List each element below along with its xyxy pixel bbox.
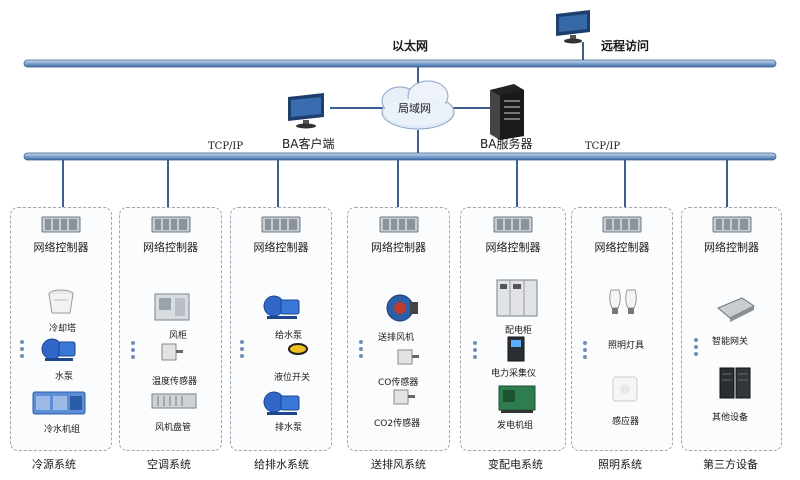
supply-pump-icon (263, 295, 300, 319)
device-label: 感应器 (612, 417, 640, 427)
network-controller-icon (151, 216, 190, 233)
device-label: 送排风机 (378, 333, 415, 343)
lan-cloud-icon (381, 80, 455, 130)
system-name: 送排风系统 (371, 458, 426, 471)
device-label: 风柜 (169, 331, 188, 341)
tcpip-bus (23, 152, 777, 161)
device-label: CO传感器 (378, 378, 419, 388)
panel-third-party: 网络控制器 智能网关 其他设备 (681, 207, 782, 451)
system-name: 照明系统 (598, 458, 642, 471)
controller-label: 网络控制器 (253, 241, 309, 254)
power-meter-icon (507, 336, 525, 362)
system-name: 空调系统 (147, 458, 191, 471)
system-name: 给排水系统 (254, 458, 309, 471)
panel-air-conditioning: 网络控制器 风柜 温度传感器 风机盘管 (119, 207, 222, 451)
system-name: 冷源系统 (32, 458, 76, 471)
device-label: CO2传感器 (374, 419, 421, 429)
network-controller-icon (261, 216, 301, 233)
ba-client-monitor-icon (288, 93, 324, 129)
panel-power-distribution: 网络控制器 配电柜 电力采集仪 发电机组 (460, 207, 566, 451)
temperature-sensor-icon (161, 343, 183, 361)
tcpip-left-label: TCP/IP (208, 141, 244, 152)
light-bulbs-icon (609, 289, 637, 314)
remote-access-monitor-icon (556, 10, 590, 44)
tcpip-right-label: TCP/IP (585, 141, 621, 152)
water-pump-icon (41, 338, 76, 361)
network-controller-icon (712, 216, 751, 233)
panel-ventilation: 网络控制器 送排风机 CO传感器 CO2传感器 (347, 207, 450, 451)
co2-sensor-icon (393, 389, 415, 405)
controller-label: 网络控制器 (33, 241, 89, 254)
device-label: 电力采集仪 (491, 369, 537, 379)
controller-label: 网络控制器 (485, 241, 541, 254)
device-label: 温度传感器 (152, 377, 198, 387)
lan-label: 局域网 (398, 102, 431, 115)
device-label: 发电机组 (497, 421, 534, 431)
ethernet-bus (23, 59, 777, 68)
controller-label: 网络控制器 (594, 241, 650, 254)
controller-label: 网络控制器 (143, 241, 198, 254)
device-label: 给水泵 (275, 331, 303, 341)
device-label: 其他设备 (712, 413, 749, 423)
device-label: 液位开关 (274, 373, 311, 383)
drain-pump-icon (263, 391, 300, 415)
fan-coil-icon (151, 393, 197, 409)
ethernet-label: 以太网 (392, 39, 429, 53)
air-handler-icon (154, 293, 190, 321)
co-sensor-icon (397, 349, 419, 365)
device-label: 冷却塔 (49, 324, 77, 334)
other-equipment-rack-icon (719, 367, 751, 399)
network-controller-icon (41, 216, 81, 233)
controller-label: 网络控制器 (704, 241, 759, 254)
switchgear-cabinet-icon (496, 279, 538, 317)
device-label: 水泵 (55, 372, 74, 382)
level-switch-icon (288, 343, 308, 355)
exhaust-fan-icon (386, 294, 418, 322)
chiller-icon (32, 391, 86, 415)
network-controller-icon (602, 216, 642, 233)
network-controller-icon (493, 216, 533, 233)
device-label: 风机盘管 (155, 423, 192, 433)
device-label: 智能网关 (712, 337, 749, 347)
panel-cold-source: 网络控制器 冷却塔 水泵 冷水机组 (10, 207, 112, 451)
smart-gateway-icon (717, 297, 755, 322)
generator-icon (498, 385, 536, 413)
device-label: 配电柜 (505, 326, 533, 336)
panel-water-supply-drainage: 网络控制器 给水泵 液位开关 排水泵 (230, 207, 332, 451)
network-controller-icon (379, 216, 418, 233)
motion-sensor-icon (612, 376, 638, 402)
device-label: 照明灯具 (608, 341, 645, 351)
system-name: 第三方设备 (703, 458, 758, 471)
cooling-tower-icon (48, 289, 74, 314)
ba-server-label: BA服务器 (480, 137, 533, 151)
ba-client-label: BA客户端 (282, 137, 335, 151)
panel-lighting: 网络控制器 照明灯具 感应器 (571, 207, 673, 451)
ba-server-icon (490, 84, 524, 140)
device-label: 冷水机组 (44, 425, 81, 435)
remote-access-label: 远程访问 (601, 39, 650, 53)
controller-label: 网络控制器 (371, 241, 426, 254)
system-name: 变配电系统 (488, 458, 543, 471)
device-label: 排水泵 (275, 423, 303, 433)
